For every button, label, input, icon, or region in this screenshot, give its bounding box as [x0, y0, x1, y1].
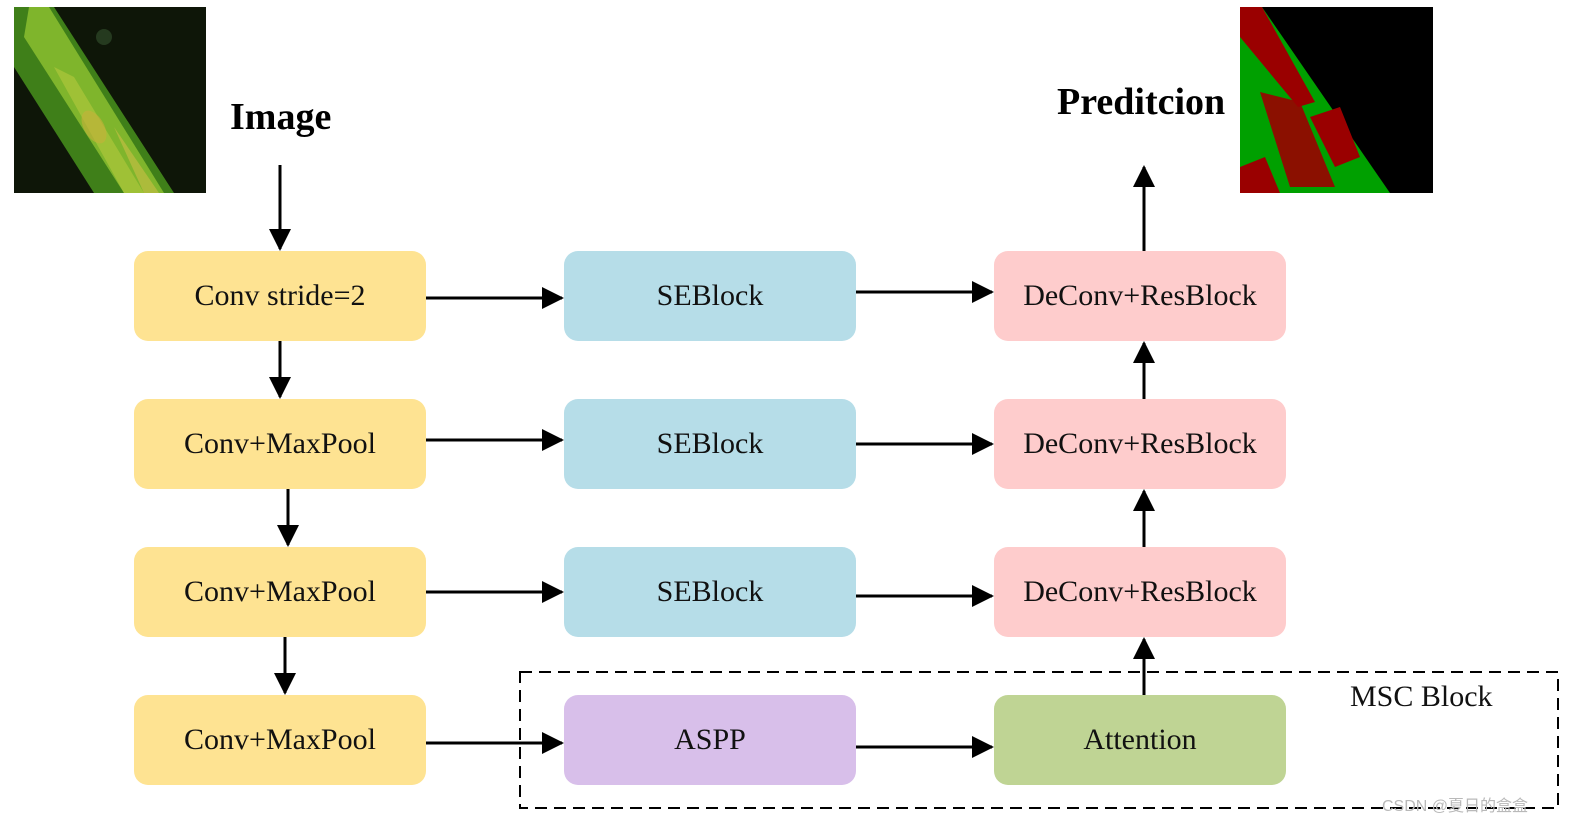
prediction-mask-thumbnail	[1240, 7, 1433, 193]
segmentation-mask-graphic	[1240, 7, 1433, 193]
encoder-conv-stride2: Conv stride=2	[134, 251, 426, 341]
seblock-3: SEBlock	[564, 547, 856, 637]
encoder-conv-maxpool-3: Conv+MaxPool	[134, 695, 426, 785]
image-title: Image	[230, 96, 332, 138]
leaf-photo-graphic	[14, 7, 206, 193]
decoder-deconv-resblock-1: DeConv+ResBlock	[994, 251, 1286, 341]
watermark: CSDN @夏日的盒盒	[1382, 798, 1529, 815]
seblock-1: SEBlock	[564, 251, 856, 341]
decoder-deconv-resblock-2: DeConv+ResBlock	[994, 399, 1286, 489]
msc-block-label: MSC Block	[1350, 680, 1493, 713]
prediction-title: Preditcion	[1057, 81, 1226, 123]
seblock-2: SEBlock	[564, 399, 856, 489]
decoder-deconv-resblock-3: DeConv+ResBlock	[994, 547, 1286, 637]
aspp-node: ASPP	[564, 695, 856, 785]
msc-block-container	[519, 671, 1559, 809]
encoder-conv-maxpool-2: Conv+MaxPool	[134, 547, 426, 637]
input-image-thumbnail	[14, 7, 206, 193]
encoder-conv-maxpool-1: Conv+MaxPool	[134, 399, 426, 489]
attention-node: Attention	[994, 695, 1286, 785]
